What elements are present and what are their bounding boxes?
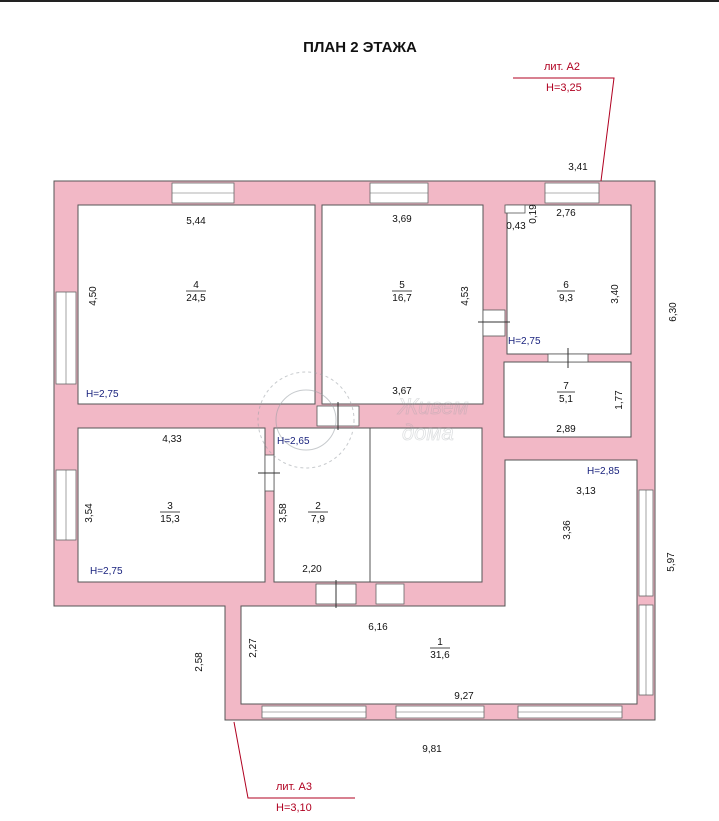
room3-width: 4,33	[162, 434, 182, 445]
room4-area: 24,5	[186, 293, 206, 304]
room6-depth: 3,40	[610, 284, 621, 304]
dim-top-outer: 3,41	[568, 162, 588, 173]
room2-number: 2	[315, 501, 321, 512]
watermark-line1: Живем	[397, 394, 468, 419]
room5-width-bottom: 3,67	[392, 386, 412, 397]
liter-a2-height: Н=3,25	[546, 82, 582, 94]
dim-mid: 6,16	[368, 622, 388, 633]
watermark-logo-inner	[275, 389, 337, 451]
room2-width: 2,20	[302, 564, 322, 575]
room6-height: Н=2,75	[508, 336, 541, 347]
room1-height: Н=2,85	[587, 466, 620, 477]
liter-leaders	[233, 77, 615, 799]
room6-area: 9,3	[559, 293, 573, 304]
dim-small-a: 0,43	[506, 221, 526, 232]
dim-right-outer-upper: 6,30	[668, 302, 679, 322]
room4-number: 4	[193, 280, 199, 291]
room3-area: 15,3	[160, 514, 180, 525]
room1-depth: 3,36	[562, 520, 573, 540]
room7-depth: 1,77	[614, 390, 625, 410]
room1-width-bottom: 9,27	[454, 691, 474, 702]
room3-number: 3	[167, 501, 173, 512]
room5-area: 16,7	[392, 293, 412, 304]
door-marks	[258, 321, 569, 608]
page-title: ПЛАН 2 ЭТАЖА	[303, 39, 417, 56]
dim-left-inner: 2,27	[248, 638, 259, 658]
room5-width: 3,69	[392, 214, 412, 225]
room3-depth: 3,54	[84, 503, 95, 523]
dim-left-lower: 2,58	[194, 652, 205, 672]
room6-width: 2,76	[556, 208, 576, 219]
dim-bottom-outer: 9,81	[422, 744, 442, 755]
door-room5-right	[482, 309, 506, 337]
window-lines	[65, 192, 647, 713]
room3-height: Н=2,75	[90, 566, 123, 577]
room7-area: 5,1	[559, 394, 573, 405]
liter-a3-height: Н=3,10	[276, 802, 312, 814]
room4-width: 5,44	[186, 216, 206, 227]
watermark-logo	[257, 371, 355, 469]
room1-number: 1	[437, 637, 443, 648]
dim-right-outer-lower: 5,97	[666, 552, 677, 572]
room5-depth: 4,53	[460, 286, 471, 306]
room2-depth: 3,58	[278, 503, 289, 523]
room6-number: 6	[563, 280, 569, 291]
window-hall	[375, 583, 405, 605]
liter-a3-name: лит. А3	[276, 781, 312, 793]
room1-width: 3,13	[576, 486, 596, 497]
walls	[53, 180, 656, 721]
room1-area: 31,6	[430, 650, 450, 661]
door-small-niche	[504, 204, 526, 214]
watermark: Живем дома	[257, 371, 469, 469]
room5-number: 5	[399, 280, 405, 291]
room4-depth: 4,50	[88, 286, 99, 306]
room2-height: Н=2,65	[277, 436, 310, 447]
watermark-line2: дома	[402, 420, 454, 445]
room7-width: 2,89	[556, 424, 576, 435]
room4-height: Н=2,75	[86, 389, 119, 400]
room2-area: 7,9	[311, 514, 325, 525]
liter-a2-name: лит. А2	[544, 61, 580, 73]
room7-number: 7	[563, 381, 569, 392]
dim-small-b: 0,19	[528, 204, 539, 224]
